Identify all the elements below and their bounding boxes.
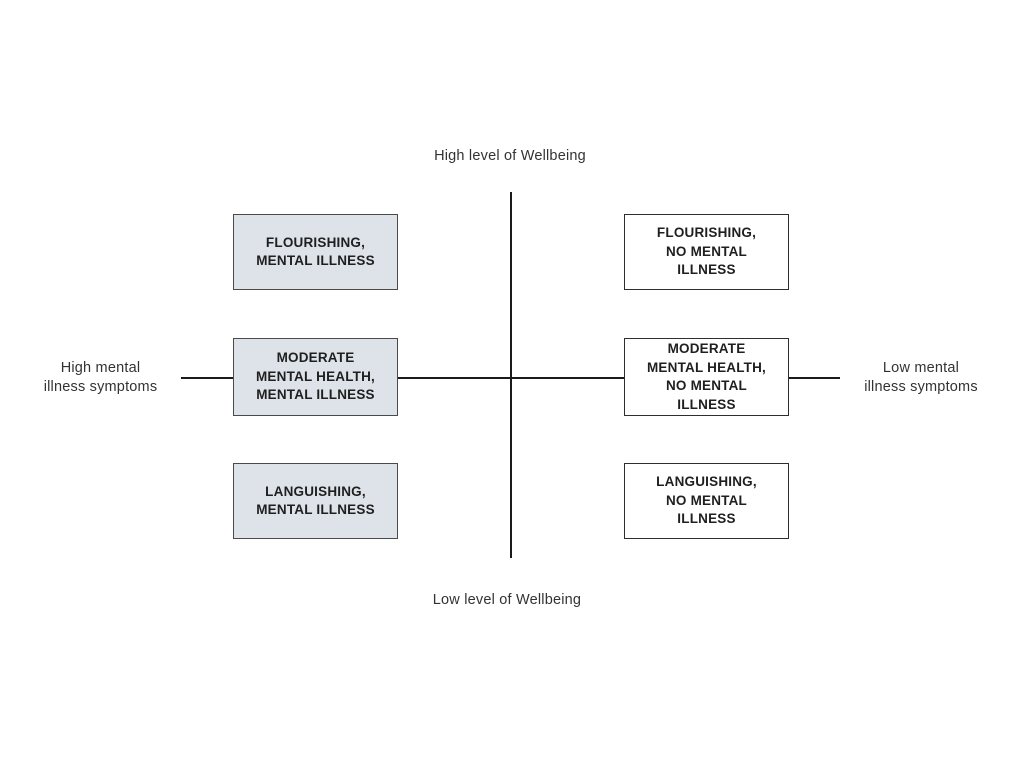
box-moderate-mental-health-no-mental-illness: MODERATE MENTAL HEALTH, NO MENTAL ILLNES… bbox=[624, 338, 789, 416]
box-languishing-mental-illness: LANGUISHING, MENTAL ILLNESS bbox=[233, 463, 398, 539]
box-flourishing-mental-illness: FLOURISHING, MENTAL ILLNESS bbox=[233, 214, 398, 290]
illness-symptoms-axis-line bbox=[181, 377, 840, 379]
box-languishing-no-mental-illness: LANGUISHING, NO MENTAL ILLNESS bbox=[624, 463, 789, 539]
wellbeing-axis-line bbox=[510, 192, 512, 558]
box-flourishing-no-mental-illness: FLOURISHING, NO MENTAL ILLNESS bbox=[624, 214, 789, 290]
axis-label-low-wellbeing: Low level of Wellbeing bbox=[432, 592, 582, 608]
axis-label-high-illness-symptoms: High mental illness symptoms bbox=[43, 360, 158, 395]
box-moderate-mental-health-mental-illness: MODERATE MENTAL HEALTH, MENTAL ILLNESS bbox=[233, 338, 398, 416]
axis-label-low-illness-symptoms: Low mental illness symptoms bbox=[864, 360, 978, 395]
axis-label-high-wellbeing: High level of Wellbeing bbox=[434, 148, 586, 164]
